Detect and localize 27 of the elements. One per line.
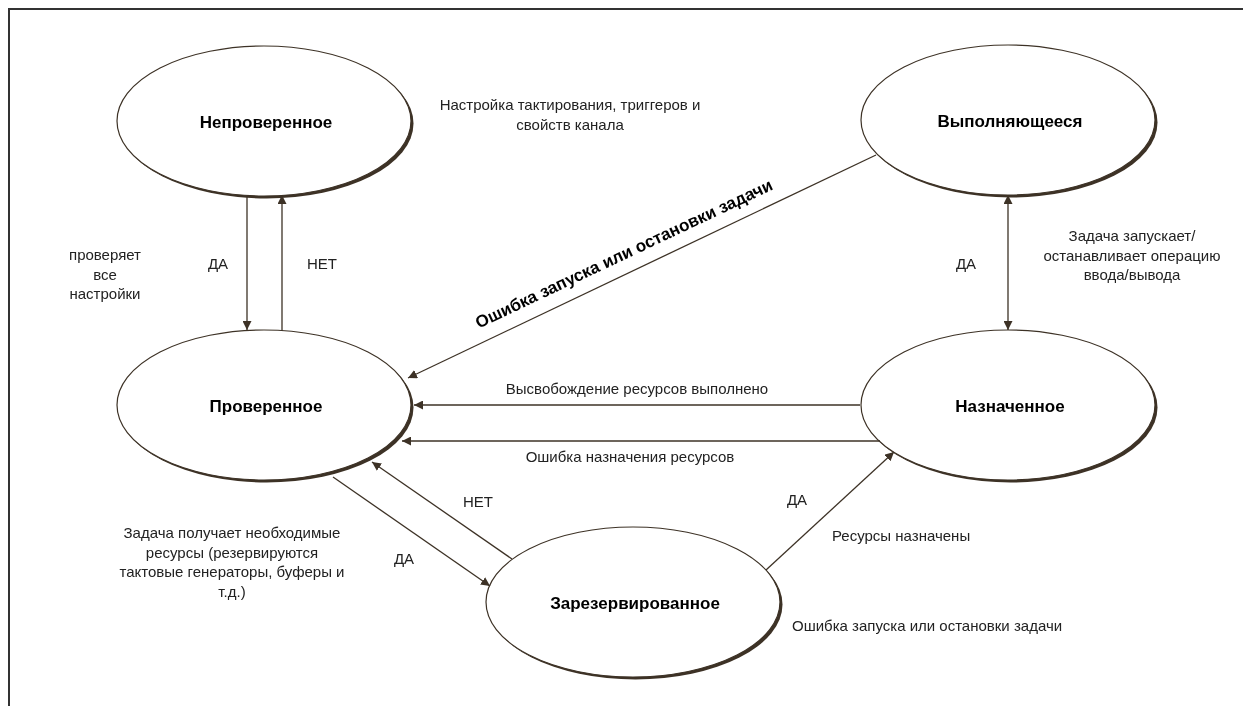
- note-text: Ошибка запуска или остановки задачи: [792, 616, 1064, 636]
- note-text: Ресурсы назначены: [832, 526, 972, 546]
- note-text: проверяет все настройки: [68, 245, 142, 304]
- arrow: [401, 436, 881, 446]
- state-ellipse: [116, 329, 416, 485]
- arrow: [242, 195, 252, 331]
- state-ellipse: [485, 526, 785, 682]
- state-name: Выполняющееся: [937, 111, 1083, 134]
- state-ellipse: [116, 45, 416, 201]
- arrow: [765, 451, 895, 571]
- arrow: [371, 461, 513, 560]
- arrow: [407, 154, 877, 379]
- note-text: Задача получает необходимые ресурсы (резервируются тактовые генераторы, буферы и т.д.): [118, 523, 346, 601]
- state-name: Назначенное: [955, 396, 1065, 419]
- arrow: [277, 194, 287, 332]
- arrow: [413, 400, 861, 410]
- state-name: Зарезервированное: [550, 593, 720, 616]
- arrow: [1003, 194, 1013, 331]
- note-text: Задача запускает/останавливает операцию ввода/вывода: [1042, 226, 1222, 285]
- state-ellipse: [860, 44, 1160, 200]
- state-ellipse: [860, 329, 1160, 485]
- state-name: Непроверенное: [199, 112, 333, 135]
- note-text: Настройка тактирования, триггеров и свойств канала: [438, 95, 702, 134]
- edge-label: Ошибка назначения ресурсов: [523, 447, 737, 467]
- state-name: Проверенное: [209, 396, 323, 419]
- edge-label: Высвобождение ресурсов выполнено: [503, 379, 771, 399]
- arrow: [332, 476, 491, 587]
